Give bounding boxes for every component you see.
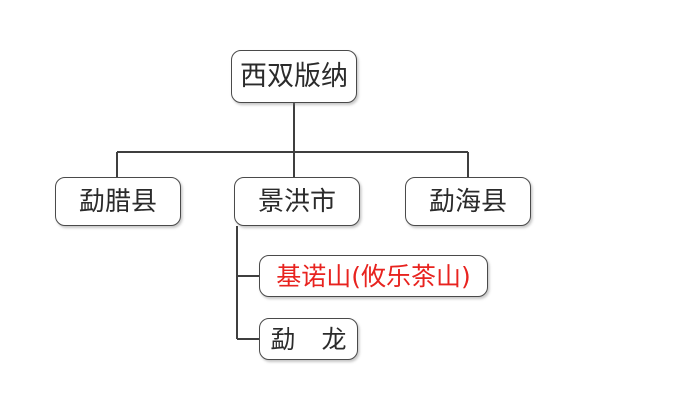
node-label-jinghong-city: 景洪市 xyxy=(257,186,336,217)
node-label-mengla-county: 勐腊县 xyxy=(78,186,157,217)
node-menglong[interactable]: 勐 龙 xyxy=(259,318,358,360)
node-label-xishuangbanna: 西双版纳 xyxy=(240,61,348,92)
node-label-jinuoshan: 基诺山(攸乐茶山) xyxy=(276,261,471,291)
node-label-menghai-county: 勐海县 xyxy=(428,186,507,217)
node-xishuangbanna[interactable]: 西双版纳 xyxy=(231,50,357,103)
node-menghai-county[interactable]: 勐海县 xyxy=(405,177,531,226)
node-mengla-county[interactable]: 勐腊县 xyxy=(55,177,181,226)
node-label-menglong: 勐 龙 xyxy=(270,324,356,354)
node-jinghong-city[interactable]: 景洪市 xyxy=(234,177,360,226)
node-jinuoshan[interactable]: 基诺山(攸乐茶山) xyxy=(259,255,488,297)
